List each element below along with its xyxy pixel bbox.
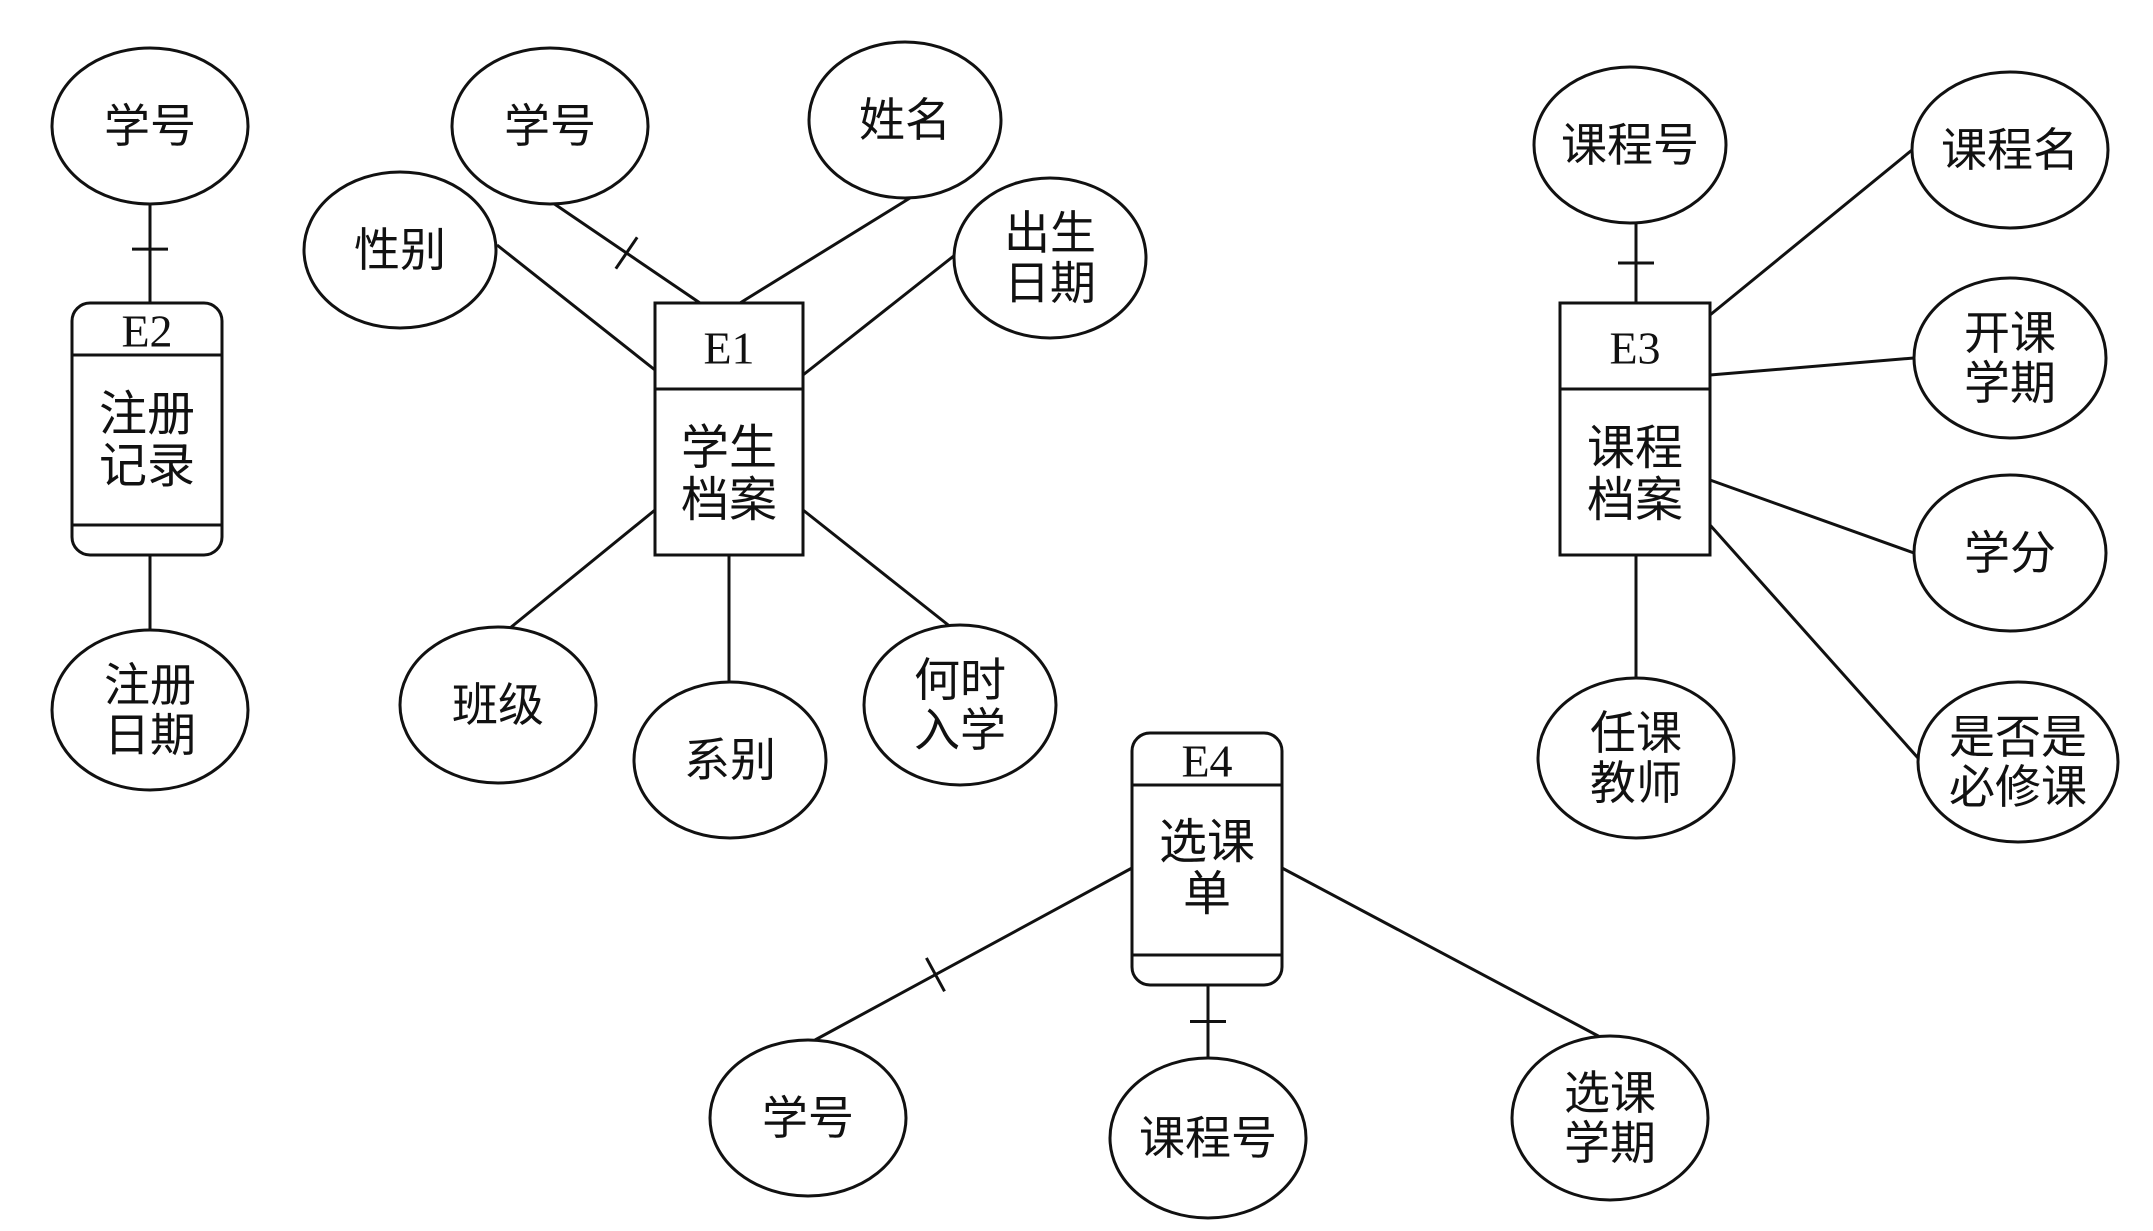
entity-id: E1 <box>703 323 754 374</box>
attribute-ellipse <box>708 1038 908 1198</box>
connector-e1-birth-date <box>802 253 956 377</box>
attributes: 学号注册日期学号姓名性别出生日期班级系别何时入学课程号课程名开课学期学分是否是必… <box>50 40 2120 1220</box>
entity-name: 记录 <box>99 438 195 494</box>
entity-box <box>70 301 224 557</box>
attribute-e3-credit: 学分 <box>1912 473 2108 633</box>
attribute-e3-course-no: 课程号 <box>1532 65 1728 225</box>
connector-e1-name <box>739 196 911 305</box>
connector-e4-semester <box>1281 866 1603 1040</box>
attribute-e1-class: 班级 <box>398 625 598 785</box>
attribute-label: 开课 <box>1964 306 2056 360</box>
attribute-label: 系别 <box>684 733 776 787</box>
attribute-ellipse <box>1536 676 1736 840</box>
connectors <box>148 148 1920 1058</box>
attribute-label: 入学 <box>914 703 1006 757</box>
attribute-label: 学期 <box>1964 356 2056 410</box>
attribute-label: 选课 <box>1564 1066 1656 1120</box>
entity-id: E3 <box>1609 323 1660 374</box>
entity-name: 选课 <box>1159 814 1255 870</box>
attribute-label: 何时 <box>914 653 1006 707</box>
attribute-label: 学号 <box>104 99 196 153</box>
attribute-ellipse <box>50 46 250 206</box>
attribute-label: 性别 <box>354 223 446 277</box>
attribute-label: 课程号 <box>1139 1111 1277 1165</box>
key-tick-e1-student-no <box>614 236 639 270</box>
attribute-e1-department: 系别 <box>632 680 828 840</box>
entity-id: E4 <box>1181 736 1232 787</box>
attribute-ellipse <box>50 628 250 792</box>
attribute-e1-name: 姓名 <box>807 40 1003 200</box>
attribute-label: 课程名 <box>1941 123 2079 177</box>
attribute-label: 日期 <box>104 708 196 762</box>
entity-box <box>1558 301 1712 557</box>
attribute-label: 班级 <box>452 678 544 732</box>
attribute-ellipse <box>952 176 1148 340</box>
attribute-ellipse <box>1108 1056 1308 1220</box>
attribute-label: 日期 <box>1004 256 1096 310</box>
attribute-label: 姓名 <box>859 93 951 147</box>
attribute-label: 教师 <box>1590 756 1682 810</box>
entity-e4: E4 选课单 <box>1130 731 1284 987</box>
entity-box <box>653 301 805 557</box>
entity-name: 注册 <box>99 386 195 442</box>
attribute-label: 学期 <box>1564 1116 1656 1170</box>
attribute-label: 学分 <box>1964 526 2056 580</box>
attribute-e4-student-no: 学号 <box>708 1038 908 1198</box>
connector-e3-course-name <box>1709 148 1913 317</box>
entity-id: E2 <box>121 306 172 357</box>
attribute-ellipse <box>1532 65 1728 225</box>
attribute-e3-course-name: 课程名 <box>1910 70 2110 230</box>
entity-box <box>1130 731 1284 987</box>
attribute-label: 学号 <box>762 1091 854 1145</box>
attribute-e2-student-no: 学号 <box>50 46 250 206</box>
attribute-ellipse <box>1912 276 2108 440</box>
connector-e3-semester <box>1709 356 1915 377</box>
attribute-ellipse <box>807 40 1003 200</box>
attribute-label: 注册 <box>104 658 196 712</box>
entity-name: 档案 <box>1587 472 1683 528</box>
attribute-label: 课程号 <box>1561 118 1699 172</box>
attribute-label: 任课 <box>1590 706 1682 760</box>
attribute-ellipse <box>450 46 650 206</box>
attribute-ellipse <box>1510 1034 1710 1202</box>
attribute-label: 是否是 <box>1949 710 2087 764</box>
attribute-ellipse <box>398 625 598 785</box>
attribute-e1-student-no: 学号 <box>450 46 650 206</box>
attribute-ellipse <box>862 623 1058 787</box>
connector-e3-credit <box>1709 478 1915 555</box>
attribute-ellipse <box>302 170 498 330</box>
connector-e3-required <box>1708 524 1920 759</box>
connector-e1-class <box>509 508 656 630</box>
entity-name: 学生 <box>681 420 777 476</box>
entity-name: 课程 <box>1587 420 1683 476</box>
attribute-ellipse <box>632 680 828 840</box>
attribute-ellipse <box>1910 70 2110 230</box>
attribute-label: 学号 <box>504 99 596 153</box>
attribute-label: 出生 <box>1004 206 1096 260</box>
attribute-ellipse <box>1912 473 2108 633</box>
attribute-ellipse <box>1916 680 2120 844</box>
connector-e1-gender <box>496 243 656 372</box>
connector-e1-enroll-time <box>802 508 953 630</box>
attribute-label: 必修课 <box>1949 760 2087 814</box>
entity-name: 档案 <box>681 472 777 528</box>
entity-name: 单 <box>1183 866 1231 922</box>
connector-e4-student-no <box>814 866 1133 1042</box>
key-ticks <box>132 236 1654 1023</box>
attribute-e4-course-no: 课程号 <box>1108 1056 1308 1220</box>
key-tick-e4-student-no <box>925 957 946 993</box>
attribute-e1-gender: 性别 <box>302 170 498 330</box>
